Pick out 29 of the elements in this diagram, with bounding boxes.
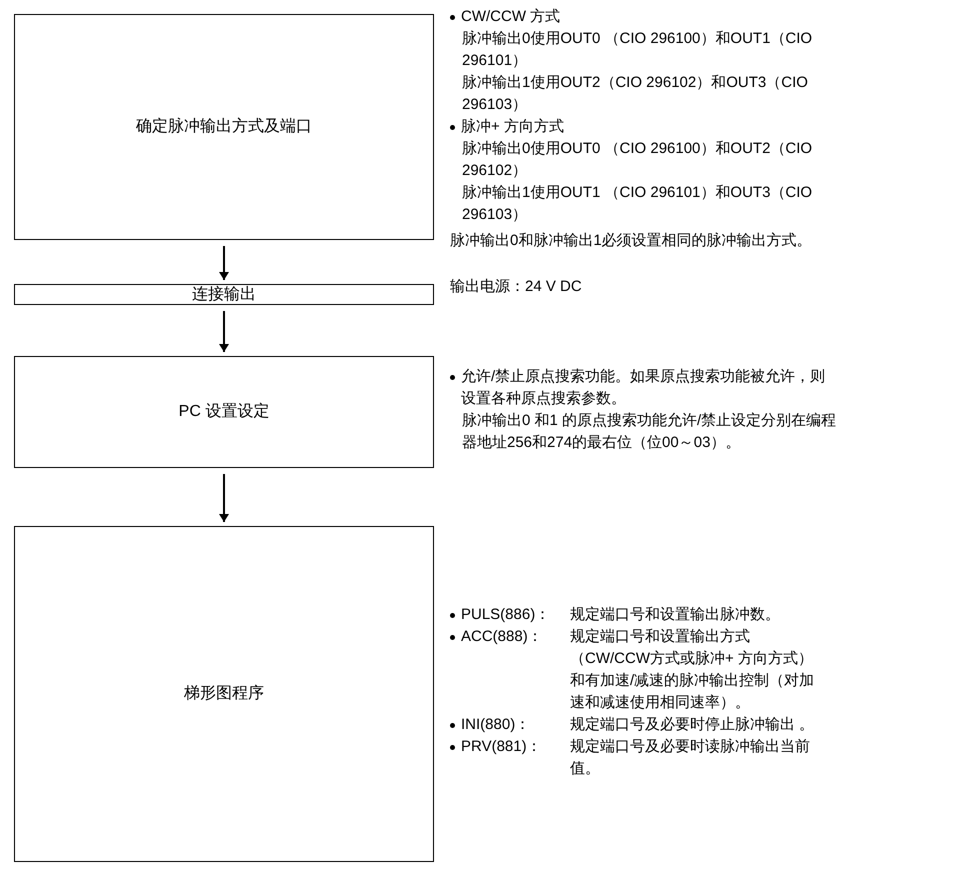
note-text: 脉冲输出0 和1 的原点搜索功能允许/禁止设定分别在编程器地址256和274的最右位（位00～03）。: [462, 411, 838, 453]
process-label: 确定脉冲输出方式及端口: [136, 118, 312, 136]
note-text: 输出电源：24 V DC: [450, 277, 582, 297]
instruction-name: PRV(881)：: [461, 737, 542, 757]
arrow: [219, 474, 229, 522]
instruction-description: 规定端口号和设置输出方式（CW/CCW方式或脉冲+ 方向方式）和有加速/减速的脉冲输出控制（对加速和减速使用相同速率）。: [570, 627, 816, 713]
instruction-name: INI(880)：: [461, 715, 530, 735]
instruction-name: PULS(886)：: [461, 605, 550, 625]
note-text: 脉冲输出0使用OUT0 （CIO 296100）和OUT1（CIO 296101）: [462, 29, 814, 71]
note-text: 脉冲输出0和脉冲输出1必须设置相同的脉冲输出方式。: [450, 231, 812, 251]
note-text: 脉冲输出0使用OUT0 （CIO 296100）和OUT2（CIO 296102）: [462, 139, 814, 181]
arrow: [219, 311, 229, 352]
note-text: 允许/禁止原点搜索功能。如果原点搜索功能被允许，则设置各种原点搜索参数。: [461, 367, 826, 409]
process-box: [14, 14, 434, 240]
instruction-description: 规定端口号及必要时停止脉冲输出 。: [570, 715, 816, 735]
note-text: 脉冲输出1使用OUT2（CIO 296102）和OUT3（CIO 296103）: [462, 73, 809, 115]
note-text: CW/CCW 方式: [461, 7, 560, 27]
instruction-description: 规定端口号和设置输出脉冲数。: [570, 605, 781, 625]
note-text: 脉冲+ 方向方式: [461, 117, 564, 137]
process-label: PC 设置设定: [178, 403, 270, 421]
arrow: [219, 246, 229, 280]
process-label: 梯形图程序: [184, 685, 264, 703]
note-text: 脉冲输出1使用OUT1 （CIO 296101）和OUT3（CIO 296103）: [462, 183, 814, 225]
process-box: [14, 526, 434, 862]
process-label: 连接输出: [192, 286, 256, 304]
instruction-description: 规定端口号及必要时读脉冲输出当前值。: [570, 737, 811, 779]
instruction-name: ACC(888)：: [461, 627, 543, 647]
process-box: [14, 356, 434, 468]
process-box: [14, 284, 434, 305]
